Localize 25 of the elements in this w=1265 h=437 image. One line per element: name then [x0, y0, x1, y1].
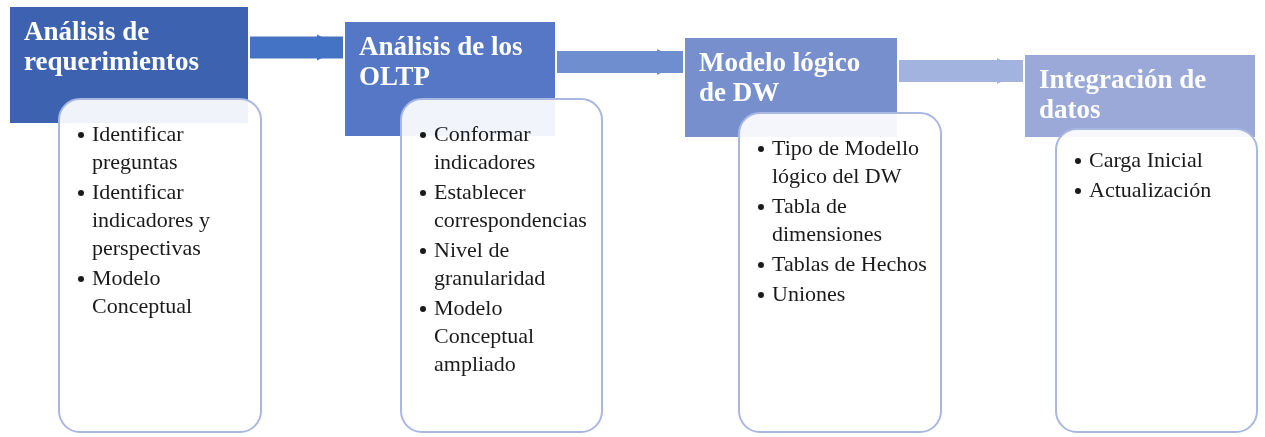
bullet-item: Identificar indicadores y perspectivas — [92, 179, 210, 260]
bullet-item: Actualización — [1089, 177, 1212, 202]
bullet-item: Tablas de Hechos — [772, 251, 927, 276]
step-title: Análisis de los OLTP — [359, 31, 524, 91]
task-list-card — [738, 112, 942, 433]
step-title: Modelo lógico de DW — [699, 47, 862, 107]
bullet-item: Nivel de granularidad — [434, 237, 546, 290]
step-header-box — [1025, 55, 1255, 137]
step-title: Integración de datos — [1039, 64, 1208, 124]
bullet-item: Carga Inicial — [1089, 147, 1203, 172]
bullet-item: Modelo Conceptual ampliado — [434, 295, 535, 376]
bullet-item: Identificar preguntas — [92, 121, 184, 174]
bullet-item: Tabla de dimensiones — [772, 193, 882, 246]
bullet-item: Modelo Conceptual — [92, 265, 193, 318]
block-arrow — [557, 49, 683, 75]
bullet-item: Tipo de Modello lógico del DW — [772, 135, 920, 188]
task-list-card — [400, 98, 603, 433]
block-arrow — [899, 58, 1023, 84]
bullet-item: Establecer correspondencias — [434, 179, 587, 232]
bullet-item: Conformar indicadores — [434, 121, 536, 174]
task-list-card — [1055, 128, 1258, 433]
block-arrow — [250, 34, 343, 61]
task-list-card — [58, 98, 262, 433]
bullet-item: Uniones — [772, 281, 846, 306]
step-title: Análisis de requerimientos — [24, 16, 200, 76]
